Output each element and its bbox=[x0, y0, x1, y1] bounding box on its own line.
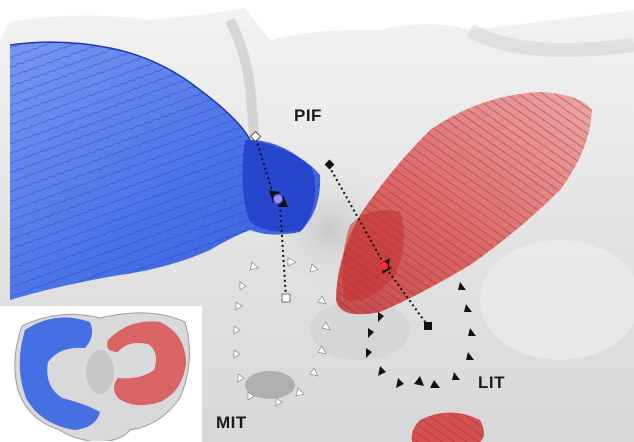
overview-inset bbox=[0, 306, 202, 442]
mit-label: MIT bbox=[216, 413, 247, 433]
lit-label: LIT bbox=[478, 373, 505, 393]
pif-label: PIF bbox=[294, 106, 322, 126]
